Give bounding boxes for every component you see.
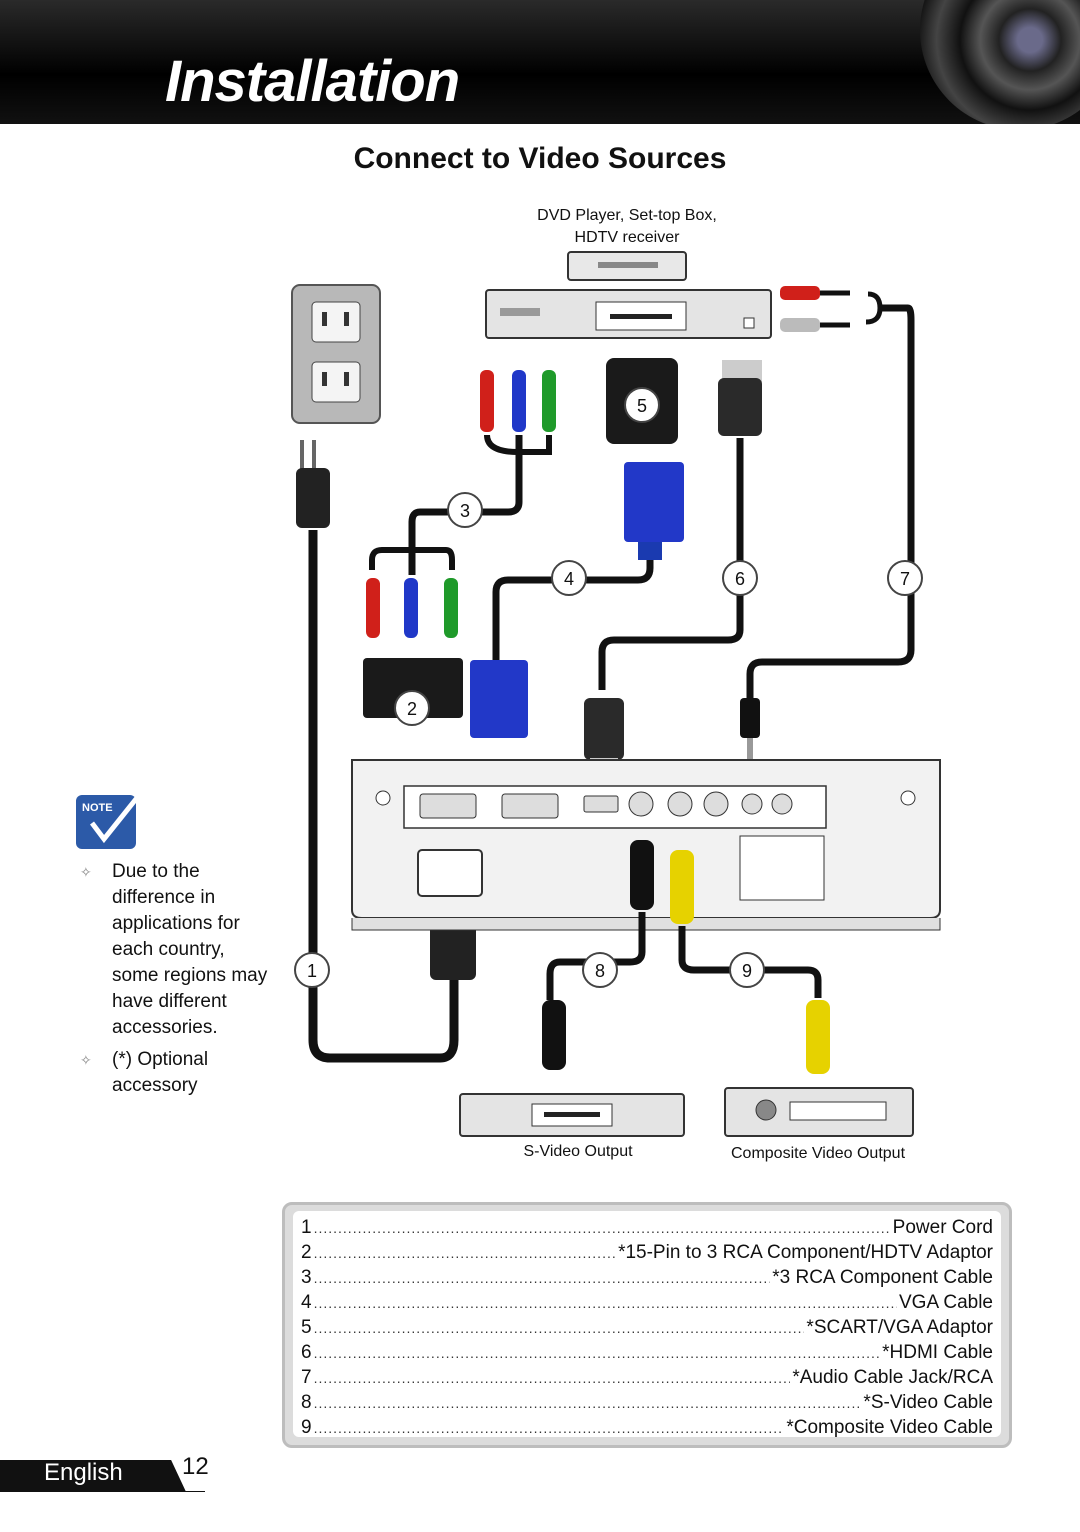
number-badge-9: 9 <box>729 952 765 988</box>
page-number: 12 <box>182 1453 209 1480</box>
connection-diagram: DVD Player, Set-top Box, HDTV receiver <box>291 207 941 1162</box>
audio-cable <box>740 286 915 776</box>
legend-row: 4.......................................… <box>301 1292 993 1313</box>
diamond-bullet-icon: ✧ <box>80 1052 92 1068</box>
page-header-title: Installation <box>165 49 460 114</box>
number-badge-3: 3 <box>447 492 483 528</box>
footer-language-label: English <box>44 1459 123 1486</box>
svideo-source-device-icon <box>459 1093 685 1137</box>
svg-text:4: 4 <box>564 569 574 589</box>
number-badge-7: 7 <box>887 560 923 596</box>
footer-language-tab <box>0 1460 205 1492</box>
composite-output-label: Composite Video Output <box>731 1145 906 1162</box>
note-item: ✧Due to the difference in applications f… <box>80 861 268 1038</box>
legend-row: 2.......................................… <box>301 1242 993 1263</box>
number-badge-5: 5 <box>624 387 660 423</box>
svideo-output-label: S-Video Output <box>523 1143 633 1160</box>
diamond-bullet-icon: ✧ <box>80 864 92 880</box>
legend-row: 6.......................................… <box>301 1342 993 1363</box>
number-badge-2: 2 <box>394 690 430 726</box>
wall-outlet-icon <box>291 284 381 424</box>
rca-plugs-top <box>408 370 556 575</box>
legend-row: 9.......................................… <box>301 1417 993 1438</box>
svg-text:NOTE: NOTE <box>82 802 113 814</box>
svg-text:5: 5 <box>637 396 647 416</box>
svg-text:2: 2 <box>407 699 417 719</box>
svg-text:1: 1 <box>307 961 317 981</box>
cable-legend: 1.......................................… <box>282 1202 1012 1448</box>
projector-lens-graphic <box>920 0 1080 124</box>
svg-text:8: 8 <box>595 961 605 981</box>
svg-text:6: 6 <box>735 569 745 589</box>
svg-text:9: 9 <box>742 961 752 981</box>
legend-row: 8.......................................… <box>301 1392 993 1413</box>
note-list: ✧Due to the difference in applications f… <box>76 859 276 1105</box>
vga-plug-icon <box>470 660 528 738</box>
cable-legend-inner: 1.......................................… <box>293 1211 1001 1438</box>
note-checkmark-icon: NOTE <box>76 787 146 849</box>
legend-row: 3.......................................… <box>301 1267 993 1288</box>
note-item: ✧(*) Optional accessory <box>80 1049 209 1096</box>
rca-plugs-bottom <box>363 547 463 718</box>
dvd-player-icon <box>485 289 772 339</box>
source-top-label-line1: DVD Player, Set-top Box, <box>537 207 717 224</box>
legend-row: 1.......................................… <box>301 1217 993 1238</box>
number-badge-6: 6 <box>722 560 758 596</box>
number-badge-8: 8 <box>582 952 618 988</box>
projector-body <box>351 759 941 931</box>
section-title: Connect to Video Sources <box>353 142 727 175</box>
composite-source-device-icon <box>724 1087 914 1137</box>
number-badge-1: 1 <box>294 952 330 988</box>
svg-text:7: 7 <box>900 569 910 589</box>
number-badge-4: 4 <box>551 560 587 596</box>
legend-row: 5.......................................… <box>301 1317 993 1338</box>
legend-row: 7.......................................… <box>301 1367 993 1388</box>
settop-box-icon <box>567 251 687 281</box>
svg-text:3: 3 <box>460 501 470 521</box>
header-banner: Installation <box>0 0 1080 124</box>
source-top-label-line2: HDTV receiver <box>575 229 681 246</box>
